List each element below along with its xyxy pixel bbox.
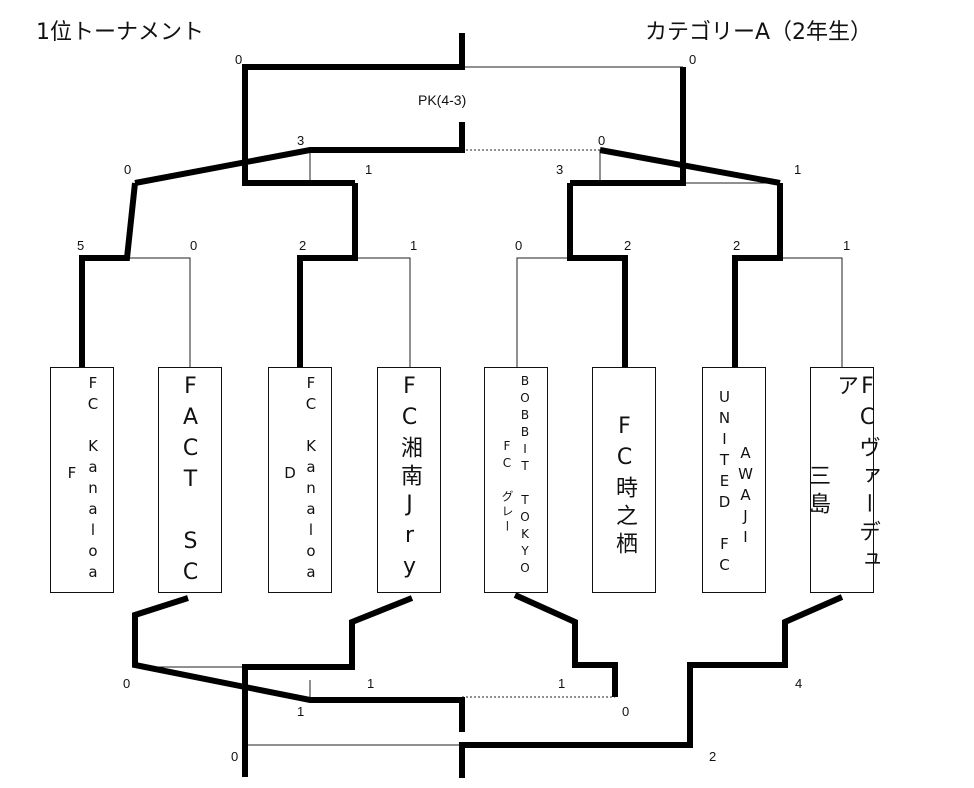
score: 2 [709, 749, 717, 764]
winner-path [513, 592, 618, 697]
score: 2 [733, 238, 741, 253]
team-name: AWAJI [736, 444, 755, 549]
score: 2 [624, 238, 632, 253]
score: 1 [558, 676, 566, 691]
score: 4 [795, 676, 803, 691]
bracket-line [309, 150, 355, 184]
score: 0 [515, 238, 523, 253]
score: 0 [235, 52, 243, 67]
score: 1 [297, 704, 305, 719]
bracket-line [127, 257, 191, 367]
team-name: BOBBIT TOKYO [518, 374, 532, 578]
winner-path [567, 183, 628, 367]
winner-path [79, 182, 138, 367]
score: 3 [297, 133, 305, 148]
winner-path [570, 67, 686, 186]
score: 1 [367, 676, 375, 691]
score: 0 [190, 238, 198, 253]
category-title: カテゴリーA（2年生） [645, 20, 873, 45]
winner-path [242, 595, 414, 777]
score: 0 [622, 704, 630, 719]
winner-path [132, 595, 465, 732]
score: 5 [77, 238, 85, 253]
winner-path [297, 183, 358, 367]
winner-path [732, 183, 783, 367]
score: 0 [124, 162, 132, 177]
team-name: FC時之栖 [612, 414, 637, 560]
score: 1 [410, 238, 418, 253]
team-box: FCヴァーデュア三島 [805, 367, 880, 593]
team-name: FC湘南Jry [397, 374, 422, 585]
score: 0 [231, 749, 239, 764]
winner-path [134, 122, 465, 186]
score: 0 [598, 133, 606, 148]
winner-path [459, 594, 844, 778]
team-sub: F [63, 464, 81, 485]
tournament-title: 1位トーナメント [36, 20, 204, 45]
team-sub: 三島 [805, 464, 830, 520]
team-name: FACT SC [178, 374, 203, 591]
score: 1 [365, 162, 373, 177]
winner-path [599, 147, 781, 186]
score: 1 [843, 238, 851, 253]
team-sub: UNITED FC [715, 388, 734, 577]
score: 2 [299, 238, 307, 253]
score: 1 [794, 162, 802, 177]
team-name: FC Kanaloa [84, 374, 102, 584]
team-box: FACT SC [158, 367, 222, 593]
bracket-line [780, 257, 843, 367]
score: 0 [123, 676, 131, 691]
winner-path [242, 33, 465, 186]
score: 3 [556, 162, 564, 177]
pk-note: PK(4-3) [418, 92, 467, 108]
team-name: FC Kanaloa [302, 374, 320, 584]
bracket-line [355, 257, 411, 367]
score: 0 [689, 52, 697, 67]
team-sub: FC グレー [500, 439, 514, 535]
team-box: BOBBIT TOKYO FC グレー [484, 367, 548, 593]
team-sub: D [281, 464, 299, 485]
bracket-line [516, 257, 570, 367]
team-box: FC時之栖 [592, 367, 656, 593]
team-box: FC湘南Jry [377, 367, 441, 593]
team-name: FCヴァーデュア [833, 374, 880, 576]
